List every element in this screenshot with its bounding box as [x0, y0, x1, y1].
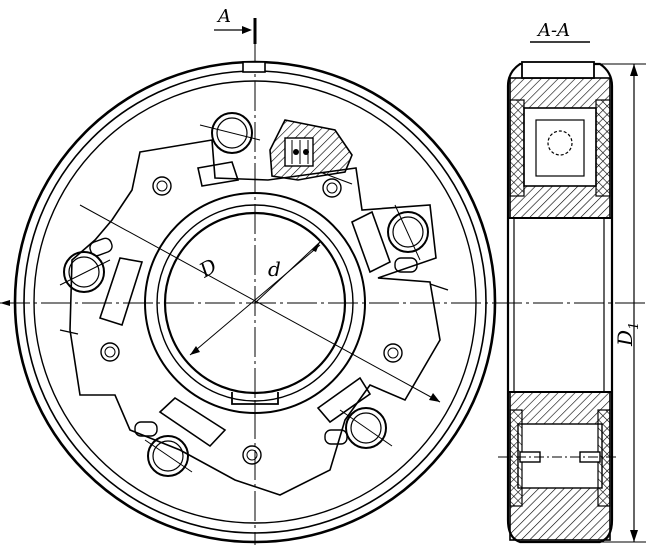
pusher-bottom-left	[158, 396, 227, 448]
section-roller-circle	[547, 130, 573, 156]
section-top-key	[521, 61, 595, 79]
screw-hole-1	[152, 176, 172, 196]
hub-bore	[163, 211, 347, 395]
dim-D1-arrow-top	[630, 64, 638, 76]
roller-left	[59, 237, 113, 293]
section-top-flange-right	[595, 99, 611, 197]
section-view: A-A D 1	[498, 20, 646, 544]
dim-arrow-leader	[429, 393, 440, 402]
pusher-bottom-right	[316, 376, 372, 424]
pusher-left	[98, 257, 144, 327]
spring-cutaway	[269, 119, 353, 185]
dim-arrow-D-1	[190, 346, 200, 355]
screw-hole-3	[100, 342, 120, 362]
roller-bottom-left	[134, 421, 193, 477]
section-label-A: A	[216, 6, 231, 27]
star-mark-left	[59, 329, 79, 335]
screw-hole-2	[322, 178, 342, 198]
centerline-left-arrow	[0, 300, 10, 306]
dim-line-leader	[79, 204, 441, 403]
dim-D1-arrow-bottom	[630, 530, 638, 542]
label-d: d	[268, 257, 281, 281]
star-mark-right	[429, 283, 449, 291]
label-D: D	[194, 254, 221, 283]
front-view: D d	[0, 6, 648, 545]
outer-ring-race	[33, 80, 477, 524]
screw-hole-5	[242, 445, 262, 465]
section-top-flange-left	[509, 99, 525, 197]
roller-top	[199, 112, 261, 154]
pusher-right	[351, 210, 391, 274]
dim-line-cross	[254, 241, 321, 304]
roller-bottom-right	[324, 407, 393, 449]
section-view-title: A-A	[536, 20, 570, 41]
roller-right	[387, 204, 429, 273]
screw-hole-4	[383, 343, 403, 363]
section-arrow-head	[242, 26, 252, 34]
label-D1-sub: 1	[627, 322, 642, 330]
dim-line-D	[189, 244, 321, 356]
cam-star-body	[69, 139, 441, 496]
dim-arrow-d	[312, 242, 320, 252]
pusher-top	[197, 161, 240, 187]
outer-key	[242, 61, 266, 73]
label-D1: D	[613, 330, 637, 347]
